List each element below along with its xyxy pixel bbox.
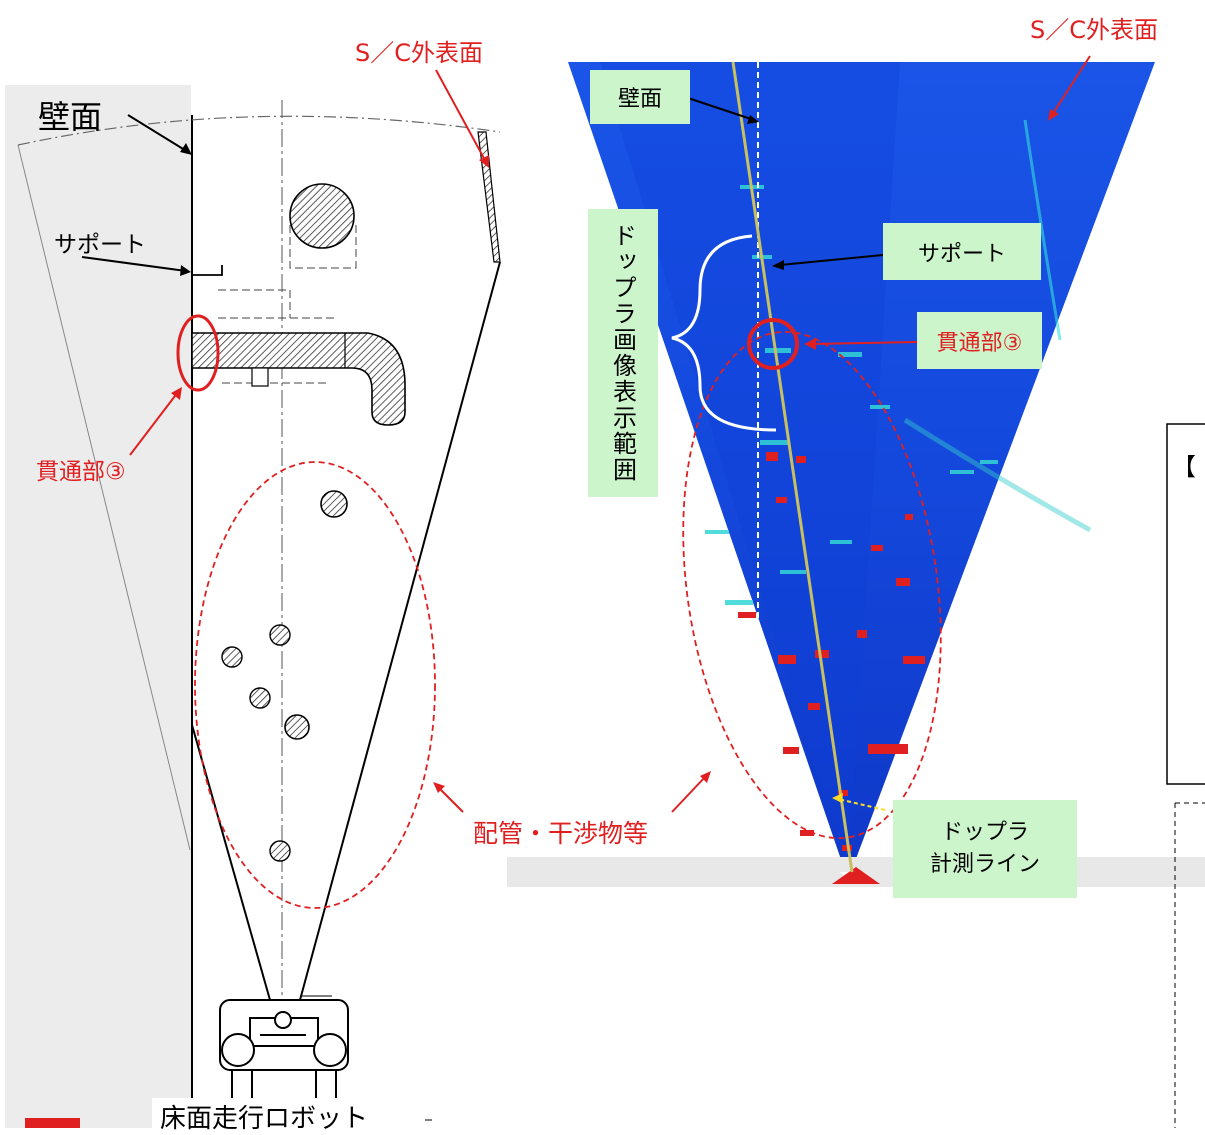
doppler-line-label-1: ドップラ: [940, 820, 1029, 846]
sc-outer-label-left: S／C外表面: [355, 39, 483, 67]
sc-outer-label-right: S／C外表面: [1030, 16, 1158, 44]
pipe-3: [221, 646, 243, 668]
beam-right-edge: [299, 261, 501, 1001]
wall-label-right: 壁面: [590, 70, 690, 124]
beam-left-edge: [191, 724, 271, 1001]
piping-region-left: [194, 461, 436, 909]
robot-label: 床面走行ロボット: [152, 1098, 377, 1135]
left-arrows: [81, 69, 489, 813]
support-bracket: [192, 265, 223, 276]
logo-mark: [25, 1118, 80, 1128]
doppler-line-label: ドップラ 計測ライン: [893, 800, 1077, 898]
cutoff-panel: [1166, 423, 1205, 1128]
piping-region-right: [682, 330, 942, 840]
support-label-right: サポート: [883, 223, 1041, 280]
wall-label-left: 壁面: [38, 98, 103, 136]
pipe-2: [269, 624, 291, 646]
piping-label: 配管・干渉物等: [473, 819, 649, 848]
doppler-range-label: ドップラ画像表示範囲: [588, 209, 658, 497]
doppler-line-label-2: 計測ライン: [929, 852, 1040, 877]
doppler-measurement-line: [731, 61, 854, 873]
right-arrows: [671, 55, 1091, 813]
pipe-5: [284, 714, 310, 740]
pipe-6: [269, 840, 291, 862]
penetration-marker-left: [176, 314, 220, 392]
upper-pipe: [289, 183, 355, 249]
range-brace: [671, 234, 777, 432]
penetration-label-right: 貫通部③: [917, 312, 1042, 369]
penetration-pipe: [191, 332, 406, 426]
floor-robot-icon: [219, 995, 349, 1119]
pipe-1: [320, 490, 348, 518]
cutoff-bracket: 【: [1172, 453, 1196, 481]
pipe-4: [249, 687, 271, 709]
sc-outer-echo: [1023, 119, 1062, 341]
support-label-left: サポート: [54, 232, 146, 258]
penetration-label-left: 貫通部③: [36, 459, 126, 485]
red-echoes: [738, 452, 925, 851]
